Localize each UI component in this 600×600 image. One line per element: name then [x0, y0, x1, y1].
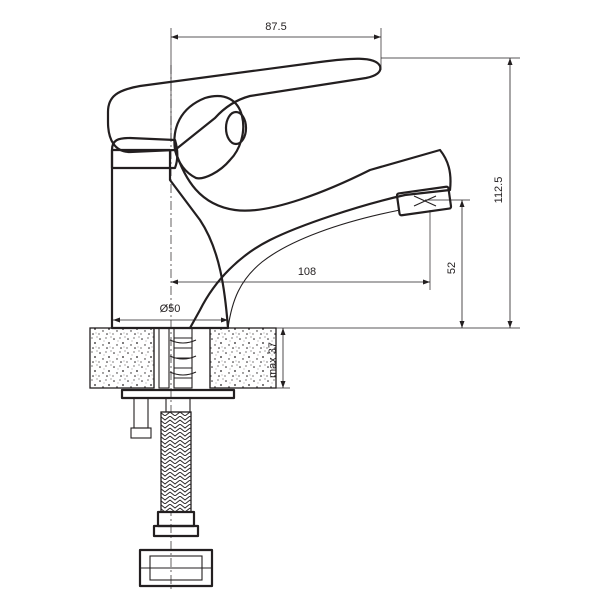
dim-reach: 108	[298, 266, 316, 278]
dimension-lines	[113, 34, 513, 388]
dim-max-thickness: max 37	[267, 342, 279, 378]
braided-hose	[138, 411, 214, 588]
dim-height-total: 112.5	[493, 177, 505, 204]
dim-width-top: 87.5	[265, 21, 286, 33]
countertop-left	[89, 327, 155, 389]
spout	[173, 148, 452, 330]
aerator	[395, 185, 453, 217]
dimension-labels: 87.5 112.5 108 52 Ø50 max 37	[160, 21, 505, 378]
mounting-stud	[158, 327, 197, 389]
dim-body-diameter: Ø50	[160, 303, 181, 315]
dim-spout-height: 52	[446, 262, 458, 274]
lever-pivot	[224, 110, 248, 146]
countertop	[89, 327, 277, 389]
lever-handle	[106, 57, 382, 180]
faucet-body	[110, 136, 453, 330]
fixing-plate	[120, 388, 236, 439]
